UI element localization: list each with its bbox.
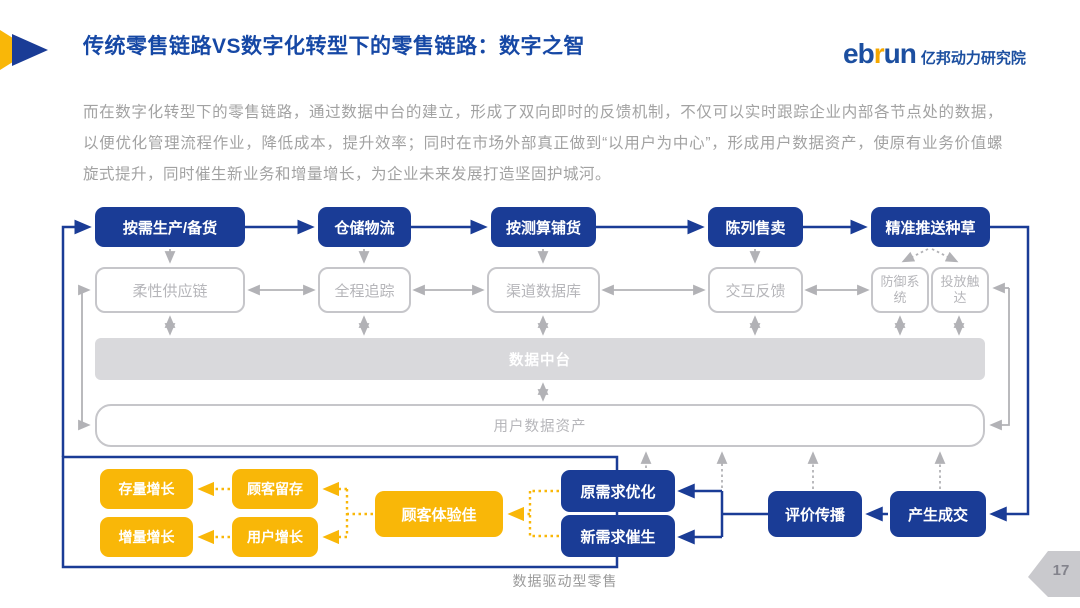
- flow-node-interactive-feedback: 交互反馈: [708, 267, 803, 313]
- node-customer-retention: 顾客留存: [232, 469, 318, 509]
- bracket-right: [989, 288, 1010, 431]
- brand-logo-text: ebrun: [843, 38, 917, 69]
- flow-node-precise-seeding: 精准推送种草: [871, 207, 990, 247]
- gray-connectors: [78, 282, 1010, 431]
- flow-node-delivery-reach: 投放触达: [931, 267, 989, 313]
- node-user-growth: 用户增长: [232, 517, 318, 557]
- flow-node-defense-system: 防御系统: [871, 267, 929, 313]
- page-number: 17: [1052, 562, 1070, 579]
- yellow-dotted-connectors: [197, 481, 559, 545]
- node-review-spread: 评价传播: [768, 491, 862, 537]
- gray-dotted-connectors: [164, 248, 959, 489]
- node-new-demand: 新需求催生: [561, 515, 675, 557]
- arrow-loop-left: [61, 219, 92, 457]
- diagram-caption: 数据驱动型零售: [512, 573, 618, 589]
- user-data-asset-bar: 用户数据资产: [95, 404, 985, 447]
- page-title: 传统零售链路VS数字化转型下的零售链路：数字之智: [83, 35, 586, 58]
- brand-org-name: 亿邦动力研究院: [920, 50, 1026, 67]
- intro-paragraph: 而在数字化转型下的零售链路，通过数据中台的建立，形成了双向即时的反馈机制，不仅可…: [83, 104, 1003, 183]
- brand-logo: ebrun 亿邦动力研究院: [843, 38, 1026, 70]
- chevron-right-icon: [0, 30, 48, 70]
- node-customer-experience: 顾客体验佳: [375, 491, 503, 537]
- node-deal-made: 产生成交: [890, 491, 986, 537]
- node-stock-growth: 存量增长: [100, 469, 193, 509]
- dotted-top5-defense: [901, 248, 929, 263]
- data-platform-bar: 数据中台: [95, 338, 985, 380]
- brand-logo-accent-letter: r: [873, 38, 885, 69]
- flow-node-calculated-stocking: 按测算铺货: [491, 207, 596, 247]
- flow-node-channel-database: 渠道数据库: [487, 267, 600, 313]
- data-driven-retail-frame: [61, 455, 619, 569]
- blue-flow-arrows: [61, 219, 1030, 545]
- node-increment-growth: 增量增长: [100, 517, 193, 557]
- dotted-top5-reach: [931, 248, 959, 263]
- flow-node-warehouse-logistics: 仓储物流: [318, 207, 411, 247]
- flow-node-flexible-supply-chain: 柔性供应链: [95, 267, 245, 313]
- node-demand-optimization: 原需求优化: [561, 470, 675, 512]
- bracket-left: [78, 290, 91, 431]
- flow-node-full-tracking: 全程追踪: [318, 267, 411, 313]
- flow-node-display-sales: 陈列售卖: [708, 207, 803, 247]
- chevron-blue: [12, 34, 48, 66]
- page-number-tag: [1028, 551, 1080, 597]
- arrow-seeding-to-deal: [989, 225, 1030, 522]
- flow-node-production: 按需生产/备货: [95, 207, 245, 247]
